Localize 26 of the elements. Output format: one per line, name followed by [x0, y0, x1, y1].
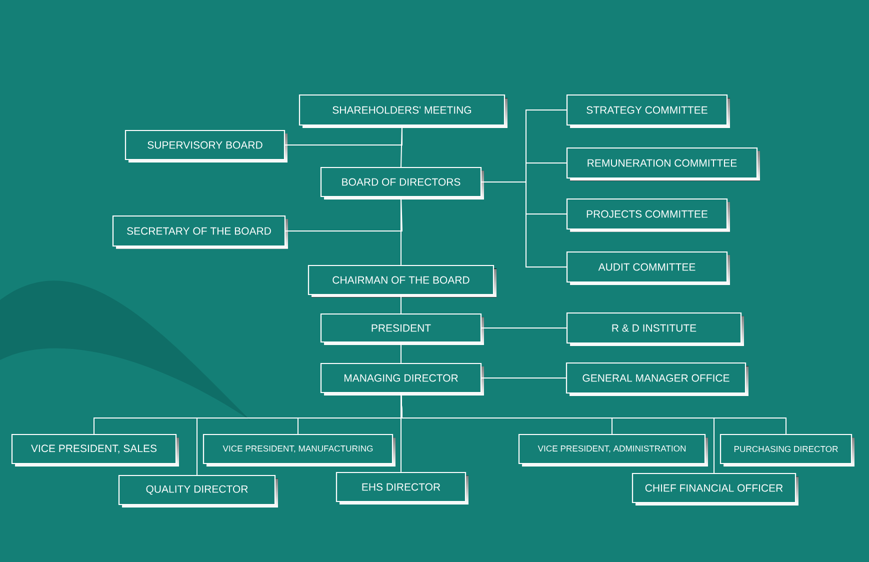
org-box: CHAIRMAN OF THE BOARD [308, 264, 496, 298]
org-box: SUPERVISORY BOARD [124, 130, 288, 162]
org-box: MANAGING DIRECTOR [320, 362, 484, 396]
org-box: REMUNERATION COMMITTEE [566, 147, 760, 181]
org-box: PROJECTS COMMITTEE [566, 198, 730, 232]
org-box: PRESIDENT [320, 313, 484, 345]
org-box: SECRETARY OF THE BOARD [112, 215, 288, 249]
org-box: SHAREHOLDERS' MEETING [298, 94, 508, 128]
org-box: BOARD OF DIRECTORS [320, 166, 484, 200]
org-box: VICE PRESIDENT, SALES [11, 434, 179, 466]
connector-line [400, 196, 402, 266]
connector-line [481, 182, 567, 268]
org-box: STRATEGY COMMITTEE [566, 94, 730, 128]
org-box: AUDIT COMMITTEE [566, 251, 730, 285]
connector-line [400, 342, 402, 364]
org-box: VICE PRESIDENT, ADMINISTRATION [518, 434, 708, 466]
org-box: EHS DIRECTOR [336, 472, 468, 504]
connector-line [400, 294, 402, 314]
connector-line [284, 125, 402, 146]
org-box: PURCHASING DIRECTOR [720, 434, 855, 466]
connector-line [400, 392, 714, 474]
org-box: QUALITY DIRECTOR [118, 474, 278, 508]
org-box: GENERAL MANAGER OFFICE [566, 362, 749, 396]
org-box: CHIEF FINANCIAL OFFICER [632, 472, 799, 506]
org-box: R & D INSTITUTE [566, 312, 744, 346]
org-box: VICE PRESIDENT, MANUFACTURING [202, 434, 396, 466]
